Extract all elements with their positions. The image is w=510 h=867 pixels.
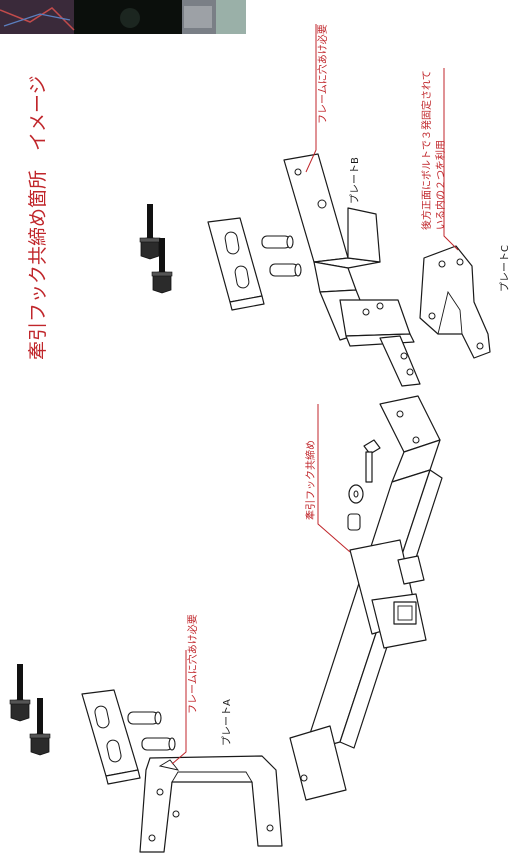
frame-hole-a-label: フレームに穴あけ必要 xyxy=(186,614,199,714)
plate-c xyxy=(419,245,491,359)
plate-b-bracket xyxy=(283,153,421,387)
plate-b-label: プレートB xyxy=(349,157,361,204)
bolt-icon xyxy=(139,204,161,260)
annotation-rear-bolts: 後方正面にボルトで３発固定されて いる内の２つを利用 xyxy=(420,68,459,251)
hitch-crossbar xyxy=(289,395,443,801)
page-title: 牽引フック共締め箇所 イメージ xyxy=(27,75,49,360)
plate-a-bracket xyxy=(139,755,283,853)
plate-a-label: プレートA xyxy=(221,699,233,746)
annotation-frame-hole-a: フレームに穴あけ必要 xyxy=(171,614,199,765)
rear-bolts-line2: いる内の２つを利用 xyxy=(434,140,447,230)
bolt-pair-a xyxy=(9,664,51,756)
frame-hole-b-label: フレームに穴あけ必要 xyxy=(316,24,329,124)
annotation-tow-hook: 牽引フック共締め xyxy=(304,404,351,553)
bolt-icon xyxy=(151,238,173,294)
bolt-pair-b xyxy=(139,204,173,294)
bolt-icon xyxy=(29,698,51,756)
sleeve-pair-b xyxy=(261,235,302,277)
tow-hook-label: 牽引フック共締め xyxy=(304,440,317,520)
plate-c-label: プレートC xyxy=(499,245,510,292)
backing-plate-b xyxy=(207,217,265,311)
backing-plate-a xyxy=(81,689,141,785)
bolt-icon xyxy=(9,664,31,722)
annotation-frame-hole-b: フレームに穴あけ必要 xyxy=(305,24,329,173)
sleeve-pair-a xyxy=(127,711,176,751)
photo-thumbnail xyxy=(0,0,246,34)
center-fastener xyxy=(347,439,381,531)
rear-bolts-line1: 後方正面にボルトで３発固定されて xyxy=(420,70,433,230)
